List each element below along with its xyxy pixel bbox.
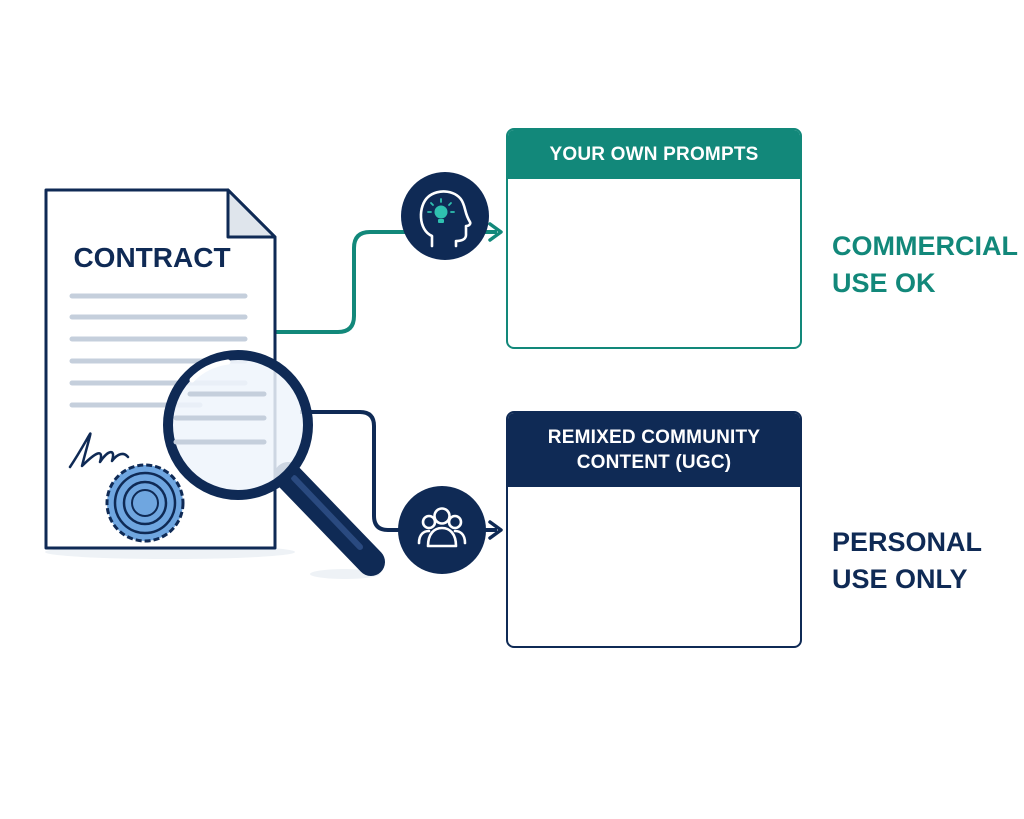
ugc-header-line1: REMIXED COMMUNITY [547, 427, 761, 448]
ugc-header-line2: CONTENT (UGC) [576, 452, 732, 473]
signature-scribble [68, 432, 130, 469]
seal-icon [105, 463, 185, 543]
head-lightbulb-icon [401, 172, 489, 260]
connector-ugc [300, 410, 497, 532]
personal-use-line1: PERSONAL [832, 527, 983, 557]
contract-title: CONTRACT [73, 242, 230, 273]
connector-own-prompts-arrowhead [488, 222, 503, 242]
ugc-header: REMIXED COMMUNITY CONTENT (UGC) [508, 413, 800, 487]
commercial-use-line2: USE OK [832, 268, 936, 298]
personal-use-label: PERSONAL USE ONLY [832, 524, 982, 598]
personal-use-line2: USE ONLY [832, 564, 968, 594]
commercial-use-label: COMMERCIAL USE OK [832, 228, 1018, 302]
own-prompts-header: YOUR OWN PROMPTS [508, 130, 800, 179]
magnifying-glass-icon [163, 350, 385, 576]
connector-own-prompts [276, 230, 497, 334]
own-prompts-panel: YOUR OWN PROMPTS [506, 128, 802, 349]
ugc-panel: REMIXED COMMUNITY CONTENT (UGC) [506, 411, 802, 648]
connector-ugc-arrowhead [488, 520, 503, 540]
commercial-use-line1: COMMERCIAL [832, 231, 1018, 261]
community-group-icon [398, 486, 486, 574]
